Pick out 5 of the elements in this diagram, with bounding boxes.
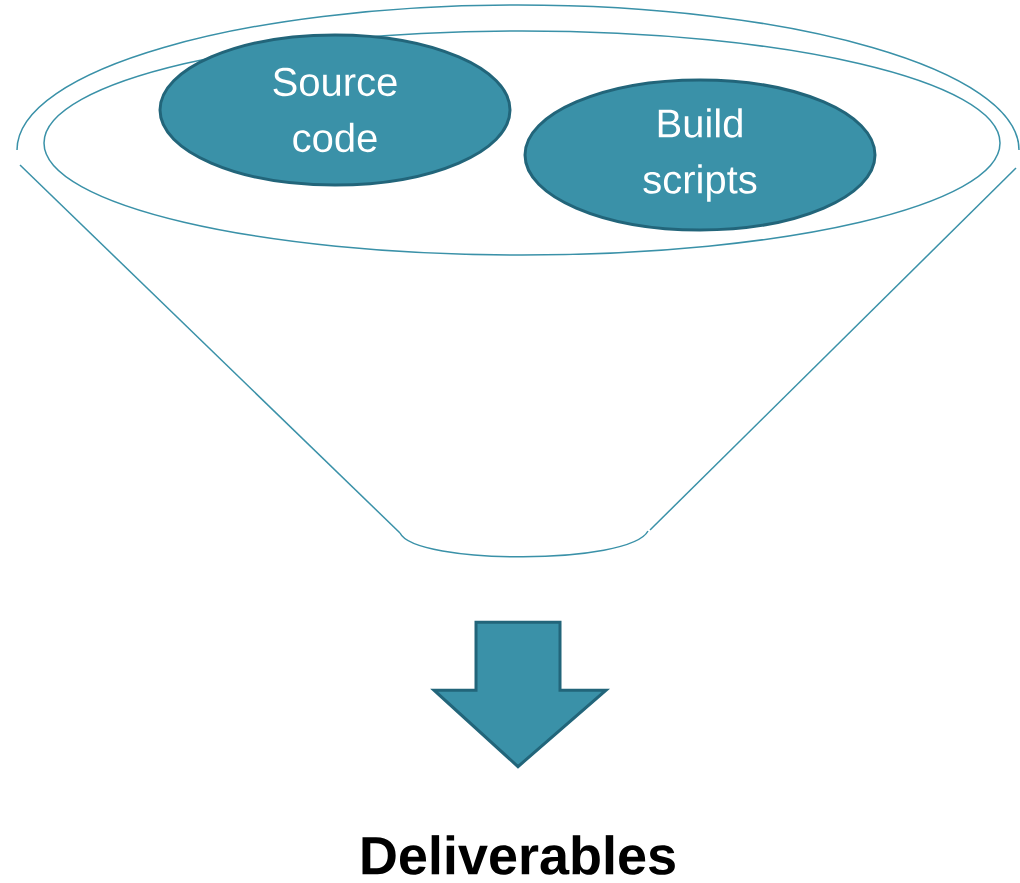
oval: Build scripts [523, 78, 877, 232]
block-arrow [430, 620, 610, 769]
oval: Source code [158, 33, 512, 187]
funnel-drawing [16, 4, 1020, 558]
output-label: Deliverables [362, 835, 675, 875]
